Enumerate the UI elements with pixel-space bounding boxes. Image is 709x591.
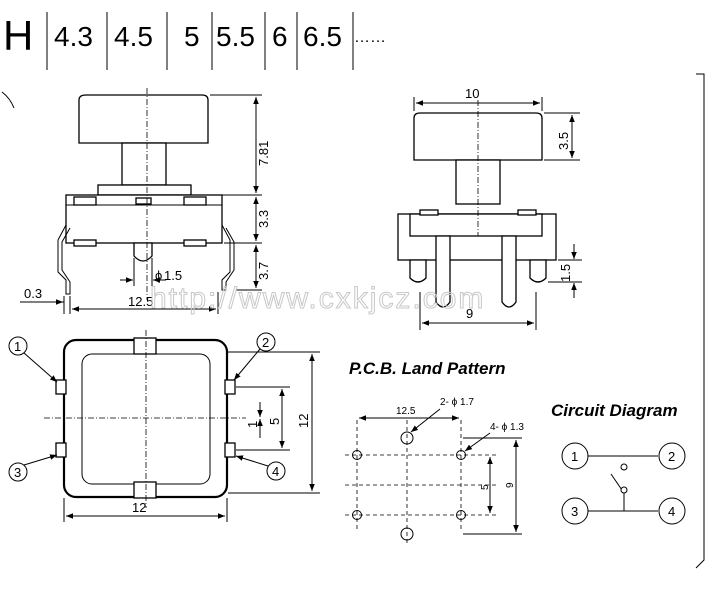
terminal-3 [561,497,589,525]
circuit-terminal-4: 4 [668,504,675,519]
pin-label-1: 1 [14,339,21,354]
dim-offset: 1 [245,421,260,428]
dim-pin-protrusion: 1.5 [558,264,573,282]
header-size-6: 6.5 [303,21,342,52]
dim-lead-thickness: 0.3 [24,286,42,301]
pin-tab-2 [224,379,236,395]
watermark: http://www.cxkjcz.com [150,282,485,315]
pcb-dim-inner: 5 [480,484,491,490]
pcb-dim-outer: 9 [505,482,516,488]
pin-left [435,235,451,308]
circuit-diagram: Circuit Diagram 1 2 3 4 [551,401,686,525]
header-size-3: 5 [184,21,200,52]
dim-body-height: 3.3 [256,210,271,228]
size-header: H 4.3 4.5 5 5.5 6 6.5 …… [3,12,386,70]
header-size-5: 6 [272,21,288,52]
pcb-land-pattern: P.C.B. Land Pattern 12.5 2- ϕ 1.7 4- ϕ 1… [345,359,524,545]
circuit-title: Circuit Diagram [551,401,678,420]
header-size-1: 4.3 [54,21,93,52]
dim-cap-height-right: 3.5 [556,132,571,150]
dim-boss-phi: ϕ [155,268,162,283]
dim-width: 12 [132,500,146,515]
top-view: 1 2 3 4 12 5 1 12 [8,330,320,522]
pin-tab-4 [224,442,236,458]
pin-tab-1 [55,379,67,395]
top-plate [97,184,192,196]
dim-lead-length: 3.7 [256,262,271,280]
pin-label-3: 3 [14,465,21,480]
actuator-stem [121,142,167,186]
pin-label-4: 4 [272,464,279,479]
pcb-holes-large: 2- ϕ 1.7 [440,397,474,408]
dim-pin-spacing: 9 [466,306,473,321]
dim-lead-span: 12.5 [128,294,153,309]
header-label: H [3,12,33,59]
pcb-holes-small: 4- ϕ 1.3 [490,422,524,433]
circuit-terminal-3: 3 [571,504,578,519]
dim-cap-width: 10 [465,86,479,101]
pin-right [501,235,517,308]
dim-pin-pitch: 5 [267,418,282,425]
header-size-4: 5.5 [216,21,255,52]
terminal-1 [561,442,589,470]
pin-label-2: 2 [262,335,269,350]
dim-boss-diameter: 1.5 [164,268,182,283]
pin-tab-3 [55,442,67,458]
terminal-4 [658,497,686,525]
lead-left [57,224,71,295]
button-cap [78,94,209,144]
circuit-terminal-2: 2 [668,449,675,464]
lead-right [221,224,235,291]
side-view-right: 10 3.5 1.5 9 [397,86,582,330]
header-ellipsis: …… [354,29,386,46]
terminal-2 [658,442,686,470]
locating-boss [133,242,153,262]
circuit-terminal-1: 1 [571,449,578,464]
dim-cap-height: 7.81 [256,141,271,166]
pcb-title: P.C.B. Land Pattern [349,359,506,378]
dim-overall: 12 [296,414,311,428]
housing-outline [62,338,229,499]
side-view-left: 7.81 3.3 3.7 ϕ 1.5 0.3 12.5 [20,88,271,314]
pcb-dim-horizontal: 12.5 [396,406,416,417]
header-size-2: 4.5 [114,21,153,52]
